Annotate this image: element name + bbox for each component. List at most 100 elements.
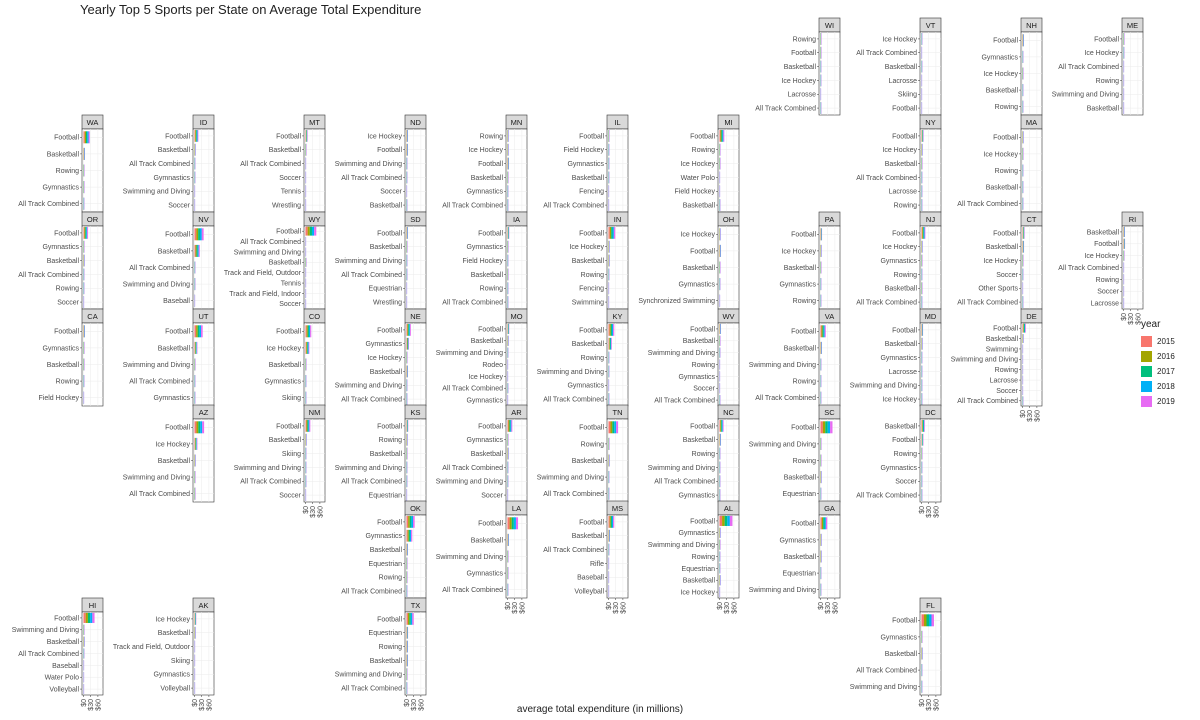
bar-segment-2017 (823, 517, 825, 530)
y-tick-label: Ice Hockey (1084, 253, 1119, 260)
bar-segment-2018 (311, 226, 315, 236)
legend-label: 2019 (1157, 397, 1175, 406)
bar-segment-2016 (822, 421, 826, 434)
bar-segment-2018 (827, 421, 831, 434)
y-tick-label: Football (579, 133, 604, 140)
legend-key (1141, 366, 1152, 377)
y-tick-label: Football (579, 425, 604, 432)
y-tick-label: Football (1094, 36, 1119, 43)
y-tick-label: All Track Combined (957, 299, 1018, 306)
y-tick-label: Rowing (56, 168, 79, 175)
y-tick-label: Basketball (784, 345, 817, 352)
x-tick-label: $0 (818, 602, 825, 610)
bar-segment-2017 (610, 324, 612, 336)
y-tick-label: Swimming and Diving (234, 249, 301, 256)
bar-segment-2015 (921, 420, 923, 432)
facet-strip-label: FL (926, 601, 935, 610)
y-tick-label: Basketball (158, 630, 191, 637)
y-tick-label: Football (579, 327, 604, 334)
y-tick-label: Gymnastics (466, 571, 503, 578)
legend-label: 2018 (1157, 382, 1175, 391)
y-tick-label: Ice Hockey (367, 355, 402, 362)
bar-segment-2018 (90, 612, 93, 623)
y-tick-label: Ice Hockey (882, 396, 917, 403)
legend-label: 2015 (1157, 337, 1175, 346)
y-tick-label: Ice Hockey (983, 71, 1018, 78)
y-tick-label: All Track Combined (856, 50, 917, 57)
bar-segment-2018 (196, 130, 198, 142)
bar-segment-2015 (305, 420, 307, 432)
y-tick-label: Basketball (683, 437, 716, 444)
facet-strip-label: NH (1026, 21, 1037, 30)
bar-segment-2018 (612, 227, 614, 239)
y-tick-label: Rowing (894, 272, 917, 279)
y-tick-label: Basketball (986, 88, 1019, 95)
bar-segment-2019 (924, 420, 925, 432)
bar-segment-2018 (410, 613, 413, 625)
x-tick-label: $60 (1135, 313, 1142, 325)
legend-title: year (1141, 319, 1161, 330)
y-tick-label: All Track Combined (341, 685, 402, 692)
bar-segment-2017 (612, 421, 615, 434)
bar-segment-2015 (194, 244, 196, 257)
y-tick-label: Football (54, 615, 79, 622)
y-tick-label: Swimming and Diving (537, 475, 604, 482)
y-tick-label: Basketball (885, 161, 918, 168)
y-tick-label: All Track Combined (856, 299, 917, 306)
bar-segment-2015 (406, 324, 408, 336)
x-tick-label: $60 (206, 699, 213, 711)
y-tick-label: Basketball (47, 639, 80, 646)
y-tick-label: All Track Combined (654, 479, 715, 486)
y-tick-label: Fencing (579, 286, 604, 293)
bar-segment-2018 (199, 325, 202, 338)
bar-segment-2019 (411, 529, 413, 542)
bar-segment-2019 (413, 516, 415, 528)
y-tick-label: Ice Hockey (983, 258, 1018, 265)
facet-strip-label: NC (723, 408, 734, 417)
bar-segment-2017 (1023, 323, 1025, 333)
bar-segment-2015 (608, 516, 610, 528)
facet-strip-label: OK (410, 504, 421, 513)
y-tick-label: Football (791, 50, 816, 57)
bar-segment-2018 (513, 517, 516, 530)
y-tick-label: Football (892, 327, 917, 334)
y-tick-label: Basketball (683, 202, 716, 209)
facet-strip-label: WV (722, 312, 734, 321)
y-tick-label: Football (579, 519, 604, 526)
bar-segment-2019 (931, 614, 934, 627)
bar-segment-2017 (926, 614, 929, 627)
bar-segment-2015 (820, 517, 822, 530)
bar-segment-2018 (510, 420, 512, 432)
y-tick-label: All Track Combined (341, 588, 402, 595)
y-tick-label: Basketball (986, 244, 1019, 251)
y-tick-label: Rowing (56, 286, 79, 293)
y-tick-label: Rowing (56, 379, 79, 386)
y-tick-label: All Track Combined (543, 491, 604, 498)
bar-segment-2017 (307, 325, 309, 338)
y-tick-label: Swimming and Diving (1052, 92, 1119, 99)
y-tick-label: All Track Combined (442, 202, 503, 209)
y-tick-label: Gymnastics (678, 374, 715, 381)
y-tick-label: Football (791, 329, 816, 336)
y-tick-label: All Track Combined (129, 491, 190, 498)
facet-strip-label: GA (824, 504, 835, 513)
x-tick-label: $60 (95, 699, 102, 711)
facet-panel (1020, 322, 1043, 407)
bar-segment-2019 (201, 228, 204, 241)
y-tick-label: Field Hockey (564, 147, 605, 154)
y-tick-label: Ice Hockey (569, 244, 604, 251)
bar-segment-2016 (509, 517, 512, 530)
y-tick-label: Football (165, 232, 190, 239)
y-tick-label: Basketball (370, 451, 403, 458)
y-tick-label: Basketball (885, 64, 918, 71)
